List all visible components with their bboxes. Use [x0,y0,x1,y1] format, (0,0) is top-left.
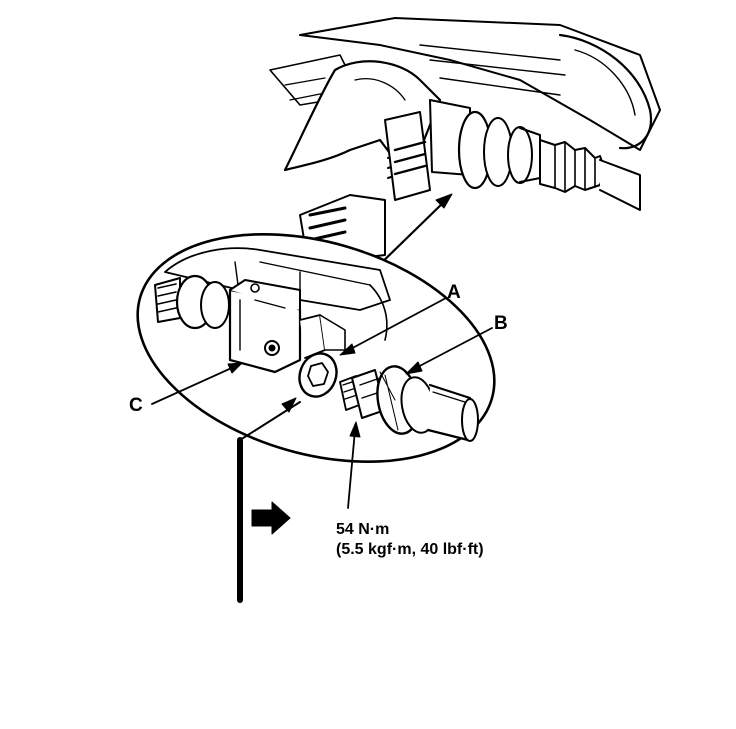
detail-oval [136,233,496,463]
outboard-joint-b [339,365,479,442]
housing-outline [299,17,661,151]
torque-spec: 54 N·m (5.5 kgf·m, 40 lbf·ft) [336,520,484,560]
arrow-right-icon [251,501,291,535]
vehicle-overview [269,17,661,261]
torque-nm: 54 N·m [336,521,390,538]
torque-imperial: (5.5 kgf·m, 40 lbf·ft) [336,541,484,558]
label-b: B [494,313,508,334]
label-c: C [129,395,143,416]
label-a: A [447,282,461,303]
washer-a [298,352,338,398]
front-direction-indicator [237,397,301,603]
callout-leaders [151,297,493,509]
upper-cv-joint [429,99,641,211]
flange-block-c [228,279,346,374]
